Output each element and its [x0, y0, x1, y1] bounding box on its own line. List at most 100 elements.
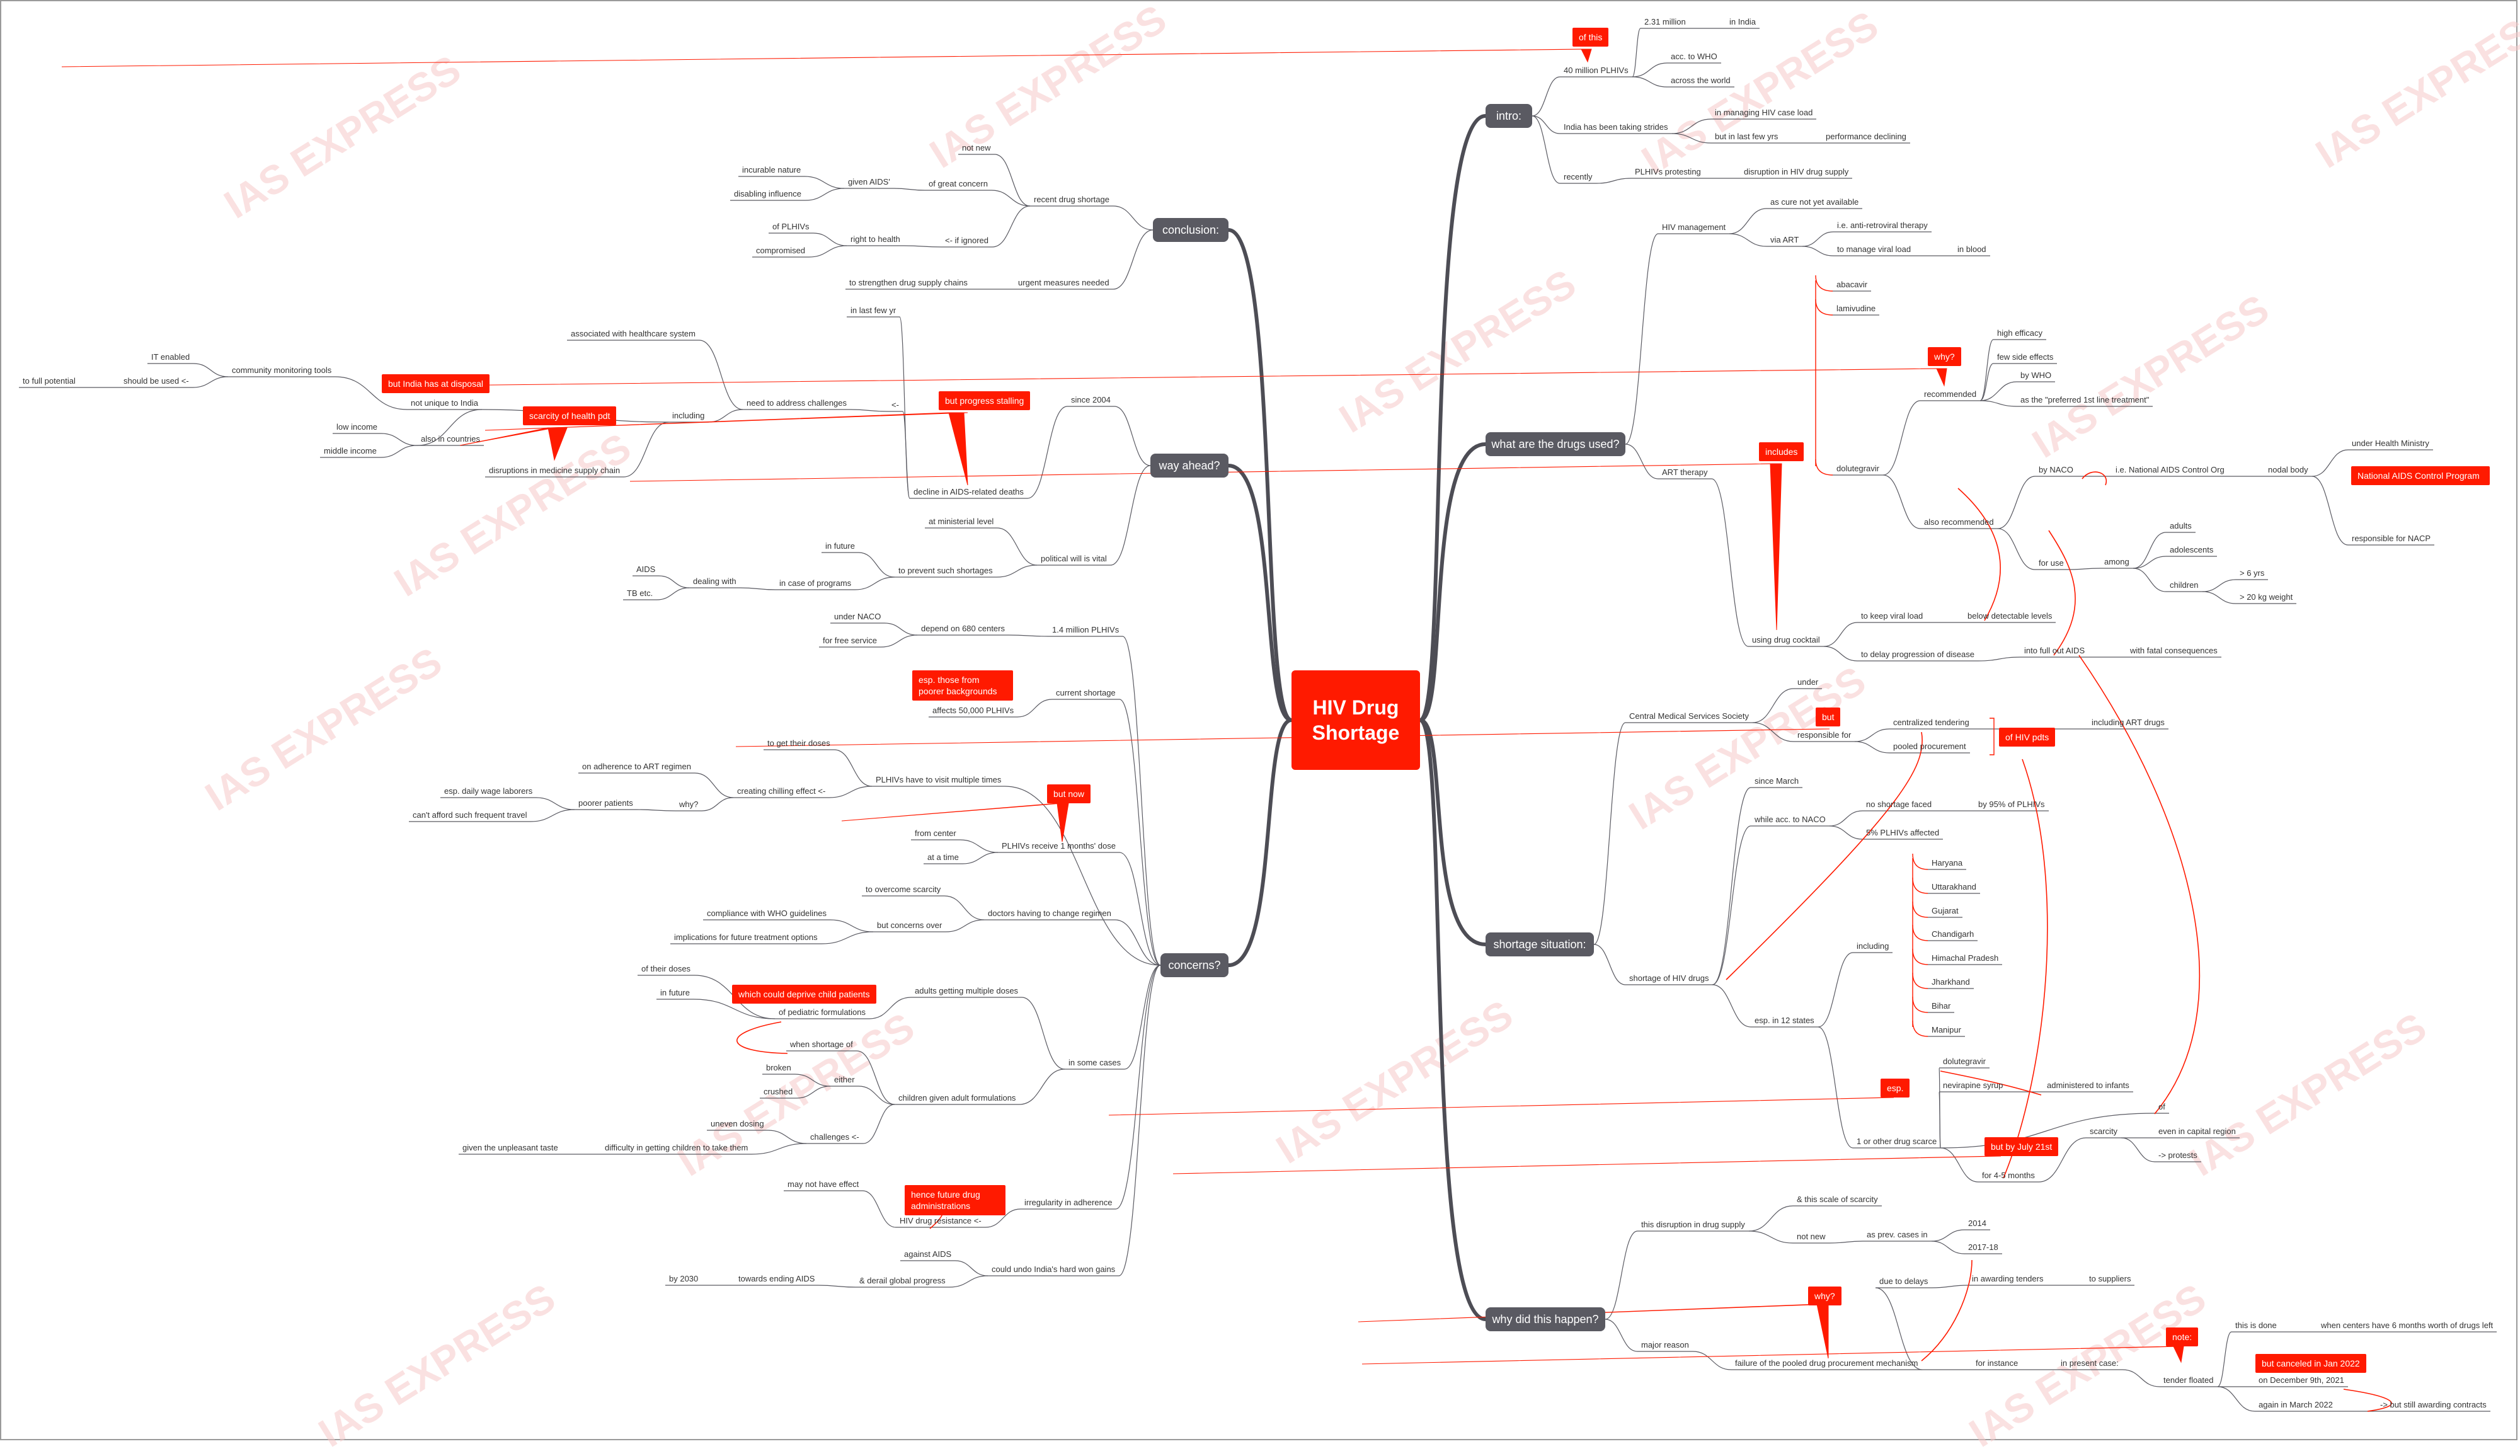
- node-k6[interactable]: in some cases: [1068, 1058, 1121, 1067]
- node-st2[interactable]: Uttarakhand: [1932, 882, 1976, 891]
- node-w1a[interactable]: & this scale of scarcity: [1797, 1195, 1878, 1204]
- node-y1d[interactable]: in last few yr: [850, 306, 896, 315]
- node-i1a1[interactable]: in India: [1729, 17, 1756, 26]
- node-g3b2a2[interactable]: adolescents: [2170, 545, 2214, 554]
- node-i1[interactable]: 40 million PLHIVs: [1564, 66, 1629, 75]
- node-y1c2c[interactable]: community monitoring tools: [232, 365, 332, 375]
- node-w2a[interactable]: failure of the pooled drug procurement m…: [1735, 1358, 1918, 1368]
- node-st5[interactable]: Himachal Pradesh: [1932, 953, 1999, 963]
- node-k6a1a[interactable]: of their doses: [641, 964, 691, 973]
- node-s2c2c[interactable]: for 4-5 months: [1982, 1171, 2035, 1180]
- node-k1[interactable]: 1.4 million PLHIVs: [1052, 625, 1120, 634]
- node-y2b2a1[interactable]: AIDS: [636, 565, 656, 574]
- node-k1a1[interactable]: under NACO: [834, 612, 881, 621]
- node-s2b1a[interactable]: by 95% of PLHIVs: [1978, 800, 2045, 809]
- node-g3b2a3[interactable]: children: [2170, 580, 2199, 590]
- node-i2[interactable]: India has been taking strides: [1564, 122, 1668, 132]
- node-i2b[interactable]: but in last few yrs: [1715, 132, 1778, 141]
- node-k4a[interactable]: from center: [915, 828, 956, 838]
- node-k7[interactable]: irregularity in adherence: [1024, 1198, 1113, 1207]
- node-w2a1[interactable]: due to delays: [1879, 1276, 1928, 1286]
- node-g3b1a[interactable]: i.e. National AIDS Control Org: [2116, 465, 2225, 474]
- node-d1b1[interactable]: i.e. anti-retroviral therapy: [1837, 221, 1928, 230]
- node-k5b2[interactable]: implications for future treatment option…: [674, 932, 818, 942]
- node-k8b[interactable]: & derail global progress: [859, 1276, 946, 1285]
- node-k1a[interactable]: depend on 680 centers: [921, 624, 1005, 633]
- node-c2[interactable]: urgent measures needed: [1018, 278, 1109, 287]
- node-k5a[interactable]: to overcome scarcity: [866, 885, 941, 894]
- node-c1a[interactable]: not new: [962, 143, 991, 152]
- node-g3a4[interactable]: as the "preferred 1st line treatment": [2020, 395, 2150, 404]
- node-w1b[interactable]: not new: [1797, 1232, 1826, 1241]
- node-c1[interactable]: recent drug shortage: [1034, 195, 1109, 204]
- node-d2a2a[interactable]: into full out AIDS: [2024, 646, 2085, 655]
- node-y1c2b1b[interactable]: middle income: [324, 446, 377, 456]
- node-k6b2b[interactable]: crushed: [764, 1087, 793, 1096]
- node-k6b2a[interactable]: broken: [766, 1063, 791, 1072]
- node-g3b1a1a[interactable]: under Health Ministry: [2352, 439, 2429, 448]
- node-k5b[interactable]: but concerns over: [877, 920, 942, 930]
- node-g3[interactable]: dolutegravir: [1836, 464, 1879, 473]
- node-st6[interactable]: Jharkhand: [1932, 977, 1970, 987]
- node-d1b[interactable]: via ART: [1770, 235, 1799, 244]
- node-w2b[interactable]: for instance: [1976, 1358, 2019, 1368]
- node-k6b1[interactable]: when shortage of: [790, 1040, 853, 1049]
- node-s2c1[interactable]: including: [1857, 941, 1889, 951]
- branch-why-happen[interactable]: why did this happen?: [1486, 1307, 1605, 1331]
- node-g3b1a1b[interactable]: responsible for NACP: [2352, 534, 2431, 543]
- node-y2b[interactable]: to prevent such shortages: [898, 566, 993, 575]
- node-k3b2a2[interactable]: can't afford such frequent travel: [413, 810, 527, 820]
- node-i3a[interactable]: PLHIVs protesting: [1635, 167, 1701, 176]
- node-k3[interactable]: PLHIVs have to visit multiple times: [876, 775, 1002, 784]
- node-d2[interactable]: ART therapy: [1662, 467, 1708, 477]
- node-k3b2a1[interactable]: esp. daily wage laborers: [444, 786, 533, 796]
- node-i1c[interactable]: across the world: [1671, 76, 1731, 85]
- node-k6a[interactable]: adults getting multiple doses: [915, 986, 1019, 995]
- node-g3b[interactable]: also recommended: [1924, 517, 1994, 527]
- node-i1b[interactable]: acc. to WHO: [1671, 52, 1717, 61]
- node-i2a[interactable]: in managing HIV case load: [1715, 108, 1813, 117]
- node-d2a[interactable]: using drug cocktail: [1752, 635, 1820, 645]
- node-g3a2[interactable]: few side effects: [1997, 352, 2054, 362]
- node-y1c2c2a[interactable]: to full potential: [23, 376, 76, 386]
- node-s2c2b[interactable]: nevirapine syrup: [1943, 1081, 2003, 1090]
- node-y1c2b[interactable]: not unique to India: [411, 398, 478, 408]
- node-i2b1[interactable]: performance declining: [1826, 132, 1906, 141]
- node-c1c[interactable]: <- if ignored: [945, 236, 989, 245]
- node-y2b2a2[interactable]: TB etc.: [627, 588, 653, 598]
- node-k4[interactable]: PLHIVs receive 1 months' dose: [1002, 841, 1116, 851]
- node-c1b1[interactable]: given AIDS': [848, 177, 890, 186]
- node-k3b[interactable]: creating chilling effect <-: [737, 786, 826, 796]
- node-s2c2[interactable]: 1 or other drug scarce: [1857, 1137, 1937, 1146]
- node-st1[interactable]: Haryana: [1932, 858, 1963, 868]
- node-k8b1[interactable]: towards ending AIDS: [738, 1274, 815, 1283]
- node-y1c2b1[interactable]: also in countries: [421, 434, 480, 444]
- node-y2b2[interactable]: in case of programs: [779, 578, 852, 588]
- node-w2b1a3[interactable]: again in March 2022: [2259, 1400, 2333, 1409]
- node-s1b3[interactable]: including ART drugs: [2092, 718, 2165, 727]
- node-d2a1a[interactable]: below detectable levels: [1967, 611, 2053, 621]
- node-d1a[interactable]: as cure not yet available: [1770, 197, 1859, 207]
- node-st7[interactable]: Bihar: [1932, 1001, 1951, 1011]
- node-c2a[interactable]: to strengthen drug supply chains: [849, 278, 968, 287]
- node-c1b1a[interactable]: incurable nature: [742, 165, 801, 175]
- node-c1b[interactable]: of great concern: [929, 179, 988, 188]
- node-k3b1[interactable]: on adherence to ART regimen: [582, 762, 691, 771]
- node-s2[interactable]: shortage of HIV drugs: [1629, 973, 1709, 983]
- node-y1c2c2[interactable]: should be used <-: [123, 376, 189, 386]
- node-k3b2a[interactable]: poorer patients: [578, 798, 633, 808]
- node-s2b1[interactable]: no shortage faced: [1866, 800, 1932, 809]
- node-s1[interactable]: Central Medical Services Society: [1629, 711, 1750, 721]
- node-k3b2[interactable]: why?: [679, 800, 699, 809]
- node-c1c1a[interactable]: of PLHIVs: [772, 222, 810, 231]
- node-w1b1[interactable]: as prev. cases in: [1867, 1230, 1928, 1239]
- node-st3[interactable]: Gujarat: [1932, 906, 1959, 915]
- node-d1[interactable]: HIV management: [1662, 222, 1726, 232]
- branch-concerns[interactable]: concerns?: [1160, 953, 1228, 977]
- node-w2b1a3a[interactable]: -> but still awarding contracts: [2380, 1400, 2487, 1409]
- node-k6a1b[interactable]: in future: [660, 988, 690, 997]
- node-d1b2[interactable]: to manage viral load: [1837, 244, 1911, 254]
- node-k3a[interactable]: to get their doses: [767, 738, 830, 748]
- branch-way-ahead[interactable]: way ahead?: [1150, 454, 1228, 478]
- node-y1c2c1[interactable]: IT enabled: [151, 352, 190, 362]
